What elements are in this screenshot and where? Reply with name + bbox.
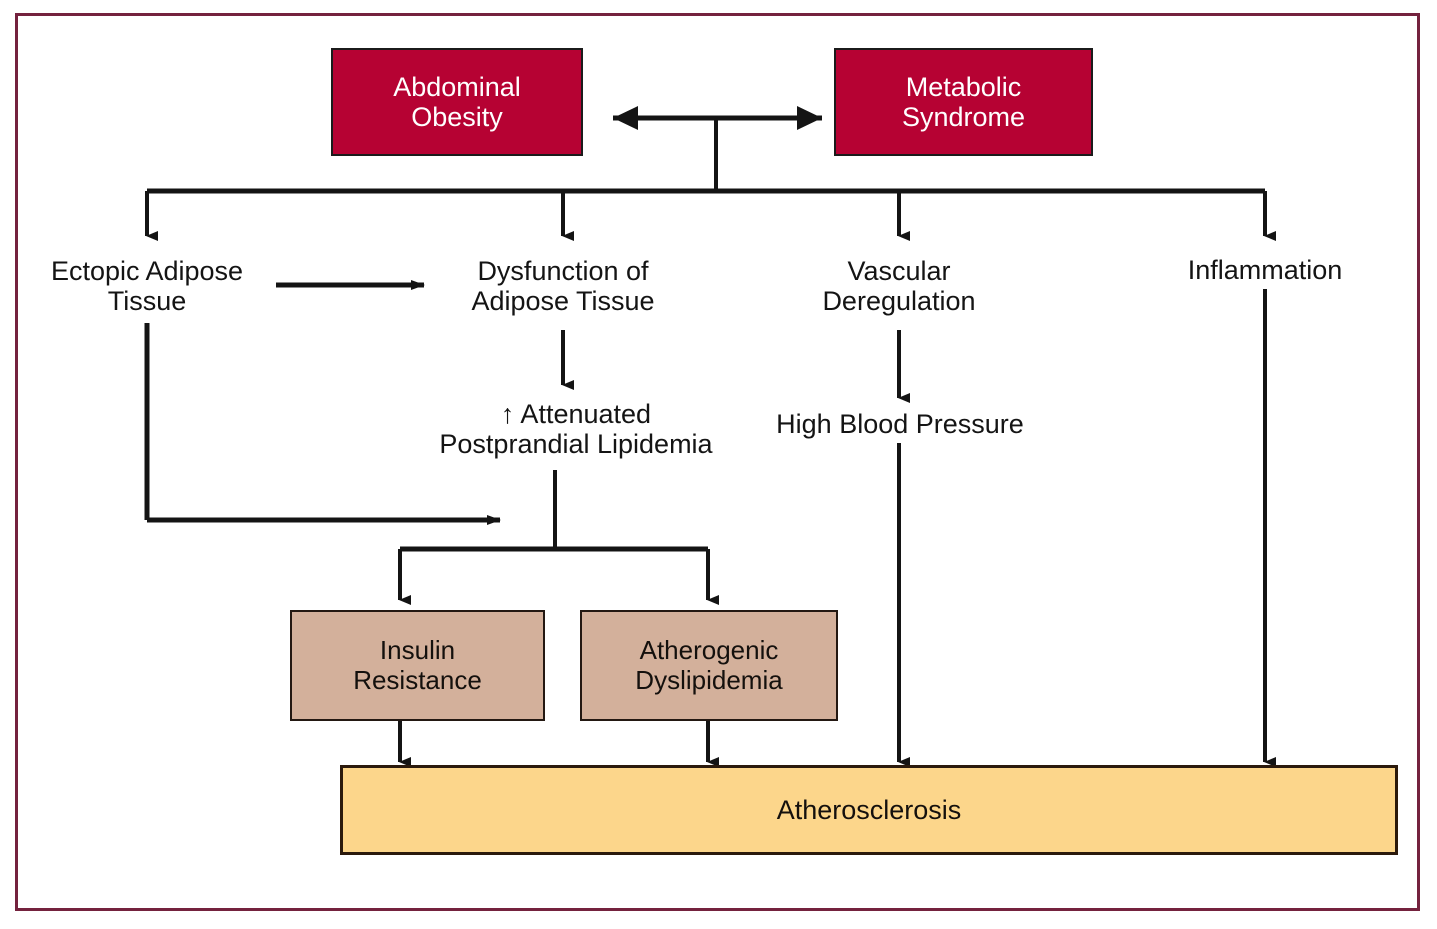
node-atherogenic-dyslipidemia[interactable]: Atherogenic Dyslipidemia <box>580 610 838 721</box>
node-metabolic-syndrome[interactable]: Metabolic Syndrome <box>834 48 1093 156</box>
node-atherosclerosis[interactable]: Atherosclerosis <box>340 765 1398 855</box>
node-insulin-resistance[interactable]: Insulin Resistance <box>290 610 545 721</box>
edge-obesity-to-syndrome <box>613 106 822 130</box>
node-ectopic-adipose-tissue: Ectopic Adipose Tissue <box>50 255 244 316</box>
node-dysfunction-of-adipose-tissue: Dysfunction of Adipose Tissue <box>471 255 655 316</box>
node-inflammation: Inflammation <box>1187 254 1343 285</box>
node-abdominal-obesity[interactable]: Abdominal Obesity <box>331 48 583 156</box>
node-attenuated-postprandial-lipidemia: ↑ Attenuated Postprandial Lipidemia <box>439 398 713 459</box>
node-vascular-deregulation: Vascular Deregulation <box>822 255 976 316</box>
node-high-blood-pressure: High Blood Pressure <box>776 408 1024 439</box>
